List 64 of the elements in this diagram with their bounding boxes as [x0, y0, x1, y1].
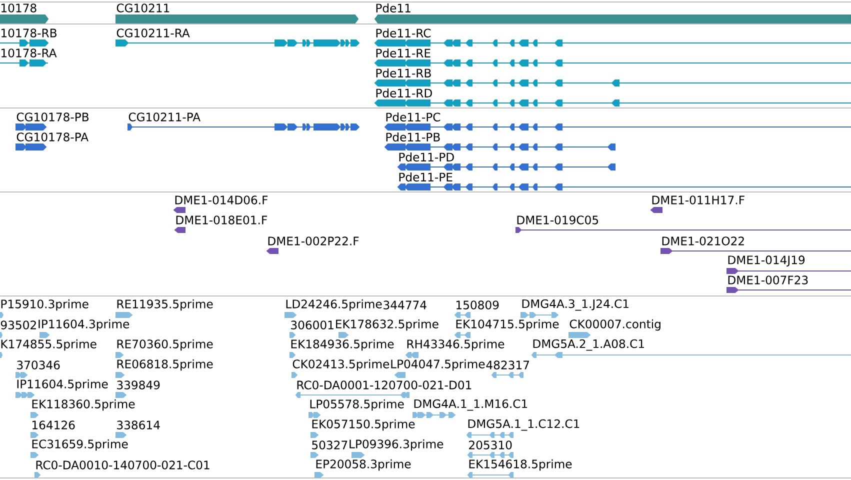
feature-label: EK104715.5prime	[456, 319, 559, 331]
feature-label: Pde11-PE	[399, 172, 452, 182]
feature-label: DME1-002P22.F	[268, 236, 359, 246]
feature-label: RC0-DA0010-140700-021-C01	[36, 460, 210, 470]
feature-label: CG10211-PA	[128, 112, 200, 122]
feature-label: CK00007.contig	[570, 319, 660, 331]
feature-label: 93502	[0, 320, 36, 330]
feature-label: DME1-014J19	[728, 256, 805, 266]
feature-label: 338614	[117, 420, 160, 430]
feature-label: 344774	[384, 300, 426, 310]
feature-label: EK118360.5prime	[32, 399, 135, 411]
feature-label: 10178-RB	[1, 28, 56, 38]
feature-label: DME1-014D06.F	[175, 196, 268, 204]
feature-label: 370346	[17, 360, 60, 370]
feature-label: DMG5A.2_1.A08.C1	[533, 339, 644, 351]
feature-label: 164126	[32, 420, 75, 430]
feature-label: Pde11-RE	[376, 48, 430, 58]
feature-label: DMG4A.3_1.J24.C1	[522, 299, 628, 311]
feature-label: Pde11-PC	[386, 112, 440, 122]
feature-label: RE11935.5prime	[117, 299, 213, 311]
feature-label: P15910.3prime	[1, 299, 88, 311]
feature-label: CG10211	[116, 4, 170, 12]
feature-label: 306001	[291, 320, 334, 330]
feature-label: Pde11	[376, 4, 410, 12]
feature-label: 482317	[486, 360, 529, 370]
feature-label: DMG4A.1_1.M16.C1	[414, 399, 528, 411]
feature-label: LP09396.3prime	[350, 439, 444, 451]
feature-label: EP20058.3prime	[316, 459, 411, 471]
feature-label: CK02413.5prime	[292, 359, 390, 371]
feature-label: EK178632.5prime	[336, 319, 438, 331]
feature-label: 205310	[469, 440, 512, 450]
feature-label: 50327	[312, 440, 348, 450]
feature-label: CG10178-PB	[16, 112, 88, 122]
feature-label: CG10178-PA	[16, 132, 88, 142]
feature-label: RH43346.5prime	[407, 339, 504, 351]
feature-label: 339849	[117, 380, 160, 390]
feature-label: RC0-DA0001-120700-021-D01	[297, 380, 472, 390]
feature-label: 10178-RA	[1, 48, 57, 58]
feature-label: EK184936.5prime	[291, 339, 394, 351]
feature-label: DME1-018E01.F	[176, 216, 267, 224]
feature-label: 10178	[1, 4, 36, 12]
feature-label: 150809	[456, 300, 499, 310]
feature-label: DME1-019C05	[517, 216, 598, 224]
feature-label: Pde11-RD	[376, 88, 432, 98]
feature-label: CG10211-RA	[116, 28, 190, 38]
feature-label: IP11604.5prime	[17, 379, 108, 391]
feature-label: EK154618.5prime	[469, 459, 572, 471]
feature-label: EC31659.5prime	[32, 439, 128, 451]
feature-label: LD24246.5prime	[286, 299, 382, 311]
feature-label: DMG5A.1_1.C12.C1	[468, 419, 580, 431]
feature-label: LP05578.5prime	[310, 399, 404, 411]
feature-label: IP11604.3prime	[38, 319, 130, 331]
feature-label: DME1-007F23	[728, 276, 808, 284]
feature-label: LP04047.5prime	[391, 359, 485, 371]
feature-label: Pde11-PD	[399, 152, 454, 162]
feature-label: DME1-021O22	[662, 236, 744, 246]
feature-label: K174855.5prime	[1, 339, 96, 351]
feature-label: Pde11-RB	[376, 68, 431, 78]
feature-label: Pde11-RC	[376, 28, 431, 38]
feature-label: RE70360.5prime	[117, 339, 213, 351]
feature-label: DME1-011H17.F	[652, 196, 744, 204]
feature-label: EK057150.5prime	[312, 419, 415, 431]
feature-label: Pde11-PB	[386, 132, 440, 142]
feature-label: RE06818.5prime	[117, 359, 213, 371]
